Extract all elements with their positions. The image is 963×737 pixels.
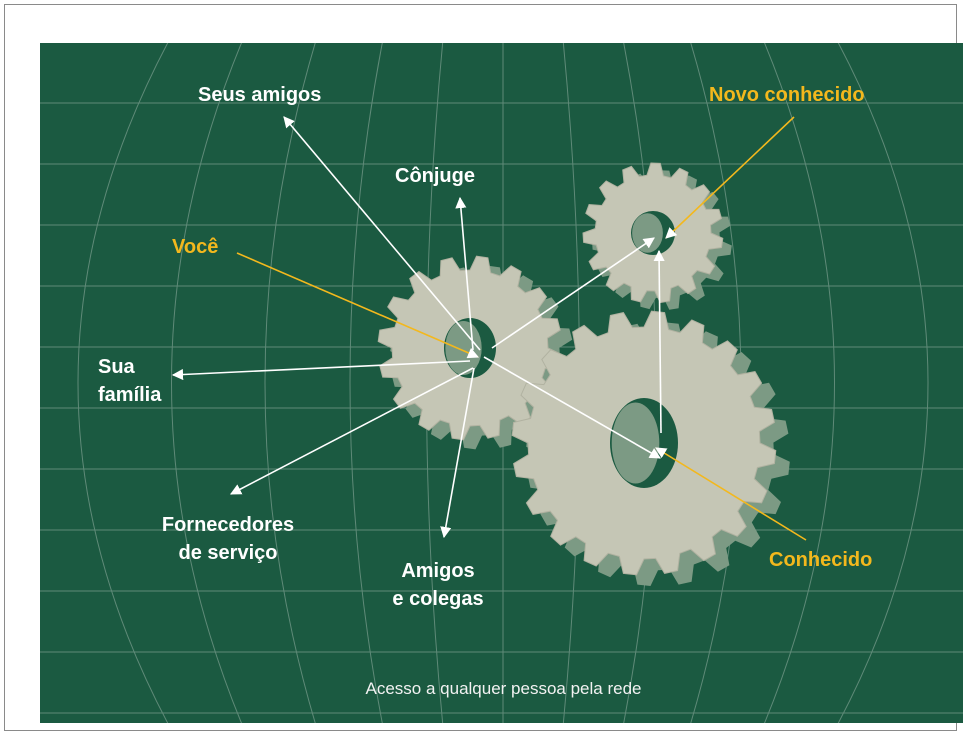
grid-meridian (349, 43, 383, 723)
arrows-group (171, 116, 807, 541)
label-fornecedores-line1: Fornecedores (161, 514, 295, 536)
grid-meridian (77, 43, 169, 723)
diagram-canvas (40, 43, 963, 723)
gear-contact (511, 310, 790, 586)
label-sua-familia: Sua família (98, 353, 161, 409)
network-diagram: Seus amigos Novo conhecido Cônjuge Você … (40, 43, 963, 723)
grid-meridian (837, 43, 929, 723)
arrow-from-voce-label (236, 252, 480, 359)
arrow-to-fornecedores (230, 367, 474, 495)
gear-you-hole-wall (445, 321, 482, 375)
arrow-to-seus-amigos (283, 116, 481, 351)
figure-frame: Seus amigos Novo conhecido Cônjuge Você … (4, 4, 963, 731)
arrow-to-conjuge (455, 196, 474, 351)
arrow-from-conhecido-label (655, 447, 807, 541)
grid-meridian (264, 43, 316, 723)
gear-new-contact (582, 162, 732, 310)
arrow-to-conhecido (483, 356, 661, 459)
label-conjuge: Cônjuge (395, 165, 475, 187)
label-sua-familia-line1: Sua (98, 356, 135, 378)
grid-meridian (171, 43, 243, 723)
footer-caption: Acesso a qualquer pessoa pela rede (365, 679, 642, 698)
label-sua-familia-line2: família (98, 384, 162, 406)
label-amigos-colegas: Amigos e colegas (358, 557, 518, 613)
arrow-to-novo-conhecido (491, 237, 655, 349)
label-amigos-colegas-line2: e colegas (392, 588, 484, 610)
gears-group (377, 162, 790, 586)
label-novo-conhecido: Novo conhecido (709, 84, 865, 106)
arrow-to-amigos-colegas (440, 367, 475, 539)
arrow-to-sua-familia (171, 360, 471, 381)
arrow-conhecido-to-novo (653, 249, 665, 434)
grid-meridian (763, 43, 835, 723)
gear-new-contact-hole-wall (632, 213, 663, 253)
label-amigos-colegas-line1: Amigos (401, 560, 475, 582)
label-voce: Você (172, 236, 219, 258)
label-fornecedores-line2: de serviço (178, 542, 278, 564)
gear-contact-hole-wall (611, 402, 660, 484)
label-seus-amigos: Seus amigos (198, 84, 322, 106)
label-conhecido: Conhecido (769, 549, 873, 571)
arrow-from-novo-conhecido-label (665, 116, 795, 239)
label-fornecedores: Fornecedores de serviço (128, 511, 328, 567)
